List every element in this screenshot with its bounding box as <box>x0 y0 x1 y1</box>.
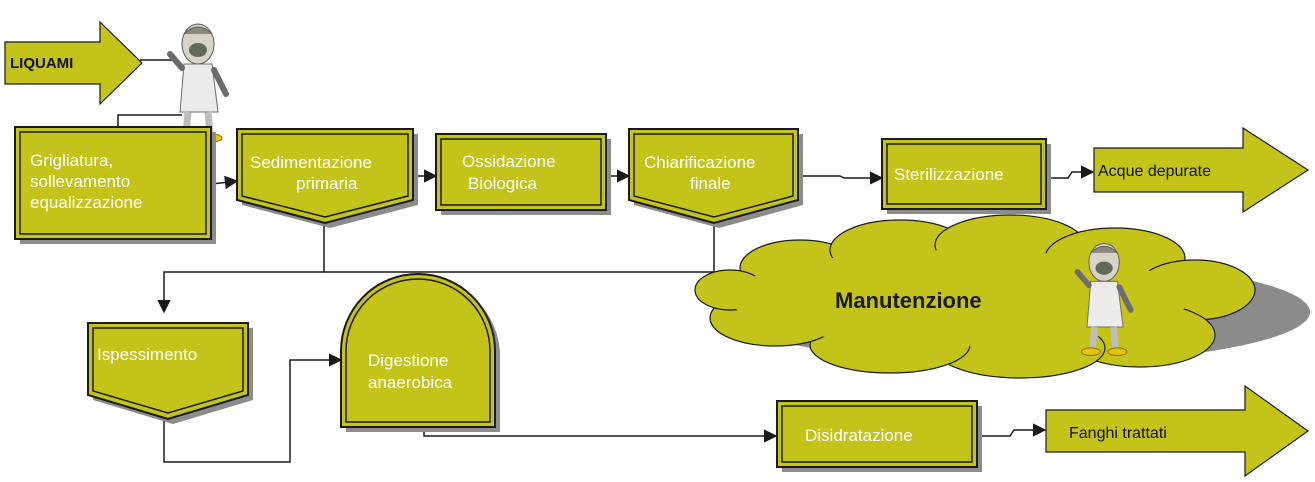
manutenzione-cloud: Manutenzione <box>694 214 1310 379</box>
worker-figure-icon <box>167 23 229 143</box>
connector-grigliatura-sedimentazione <box>211 175 239 190</box>
connector-disidratazione-fanghi <box>977 423 1047 437</box>
connector-liquami-grigliatura <box>117 114 182 127</box>
sterilizzazione-label: Sterilizzazione <box>894 165 1004 184</box>
acque-output-arrow: Acque depurate <box>1093 126 1310 214</box>
fanghi-label: Fanghi trattati <box>1069 425 1167 442</box>
step-sterilizzazione: Sterilizzazione <box>881 138 1051 214</box>
step-sedimentazione: Sedimentazione primaria <box>236 128 418 228</box>
step-grigliatura: Grigliatura, sollevamento equalizzazione <box>14 126 216 244</box>
worker-figure-icon <box>1074 242 1134 356</box>
step-digestione: Digestione anaerobica <box>340 273 500 432</box>
step-chiarificazione: Chiarificazione finale <box>628 128 803 228</box>
connector-sludge-collector <box>157 222 325 314</box>
chiarificazione-label: Chiarificazione finale <box>644 153 760 193</box>
sedimentazione-label: Sedimentazione primaria <box>250 153 377 193</box>
grigliatura-label: Grigliatura, sollevamento equalizzazione <box>30 151 142 212</box>
step-ossidazione: Ossidazione Biologica <box>435 133 611 215</box>
liquami-label: LIQUAMI <box>10 55 73 72</box>
liquami-input-arrow: LIQUAMI <box>4 20 143 106</box>
connector-chiarificazione-sludge <box>324 222 715 273</box>
acque-label: Acque depurate <box>1098 163 1211 180</box>
manutenzione-label: Manutenzione <box>835 288 982 313</box>
step-disidratazione: Disidratazione <box>776 400 982 472</box>
connector-ispessimento-digestione <box>163 353 343 463</box>
connector-sterilizzazione-acque <box>1046 165 1095 179</box>
ispessimento-label: Ispessimento <box>97 345 197 364</box>
digestione-label: Digestione anaerobica <box>368 351 453 392</box>
ossidazione-label: Ossidazione Biologica <box>462 152 560 193</box>
fanghi-output-arrow: Fanghi trattati <box>1045 384 1310 478</box>
disidratazione-label: Disidratazione <box>805 426 913 445</box>
connector-chiarificazione-sterilizzazione <box>798 171 884 185</box>
step-ispessimento: Ispessimento <box>87 322 253 424</box>
